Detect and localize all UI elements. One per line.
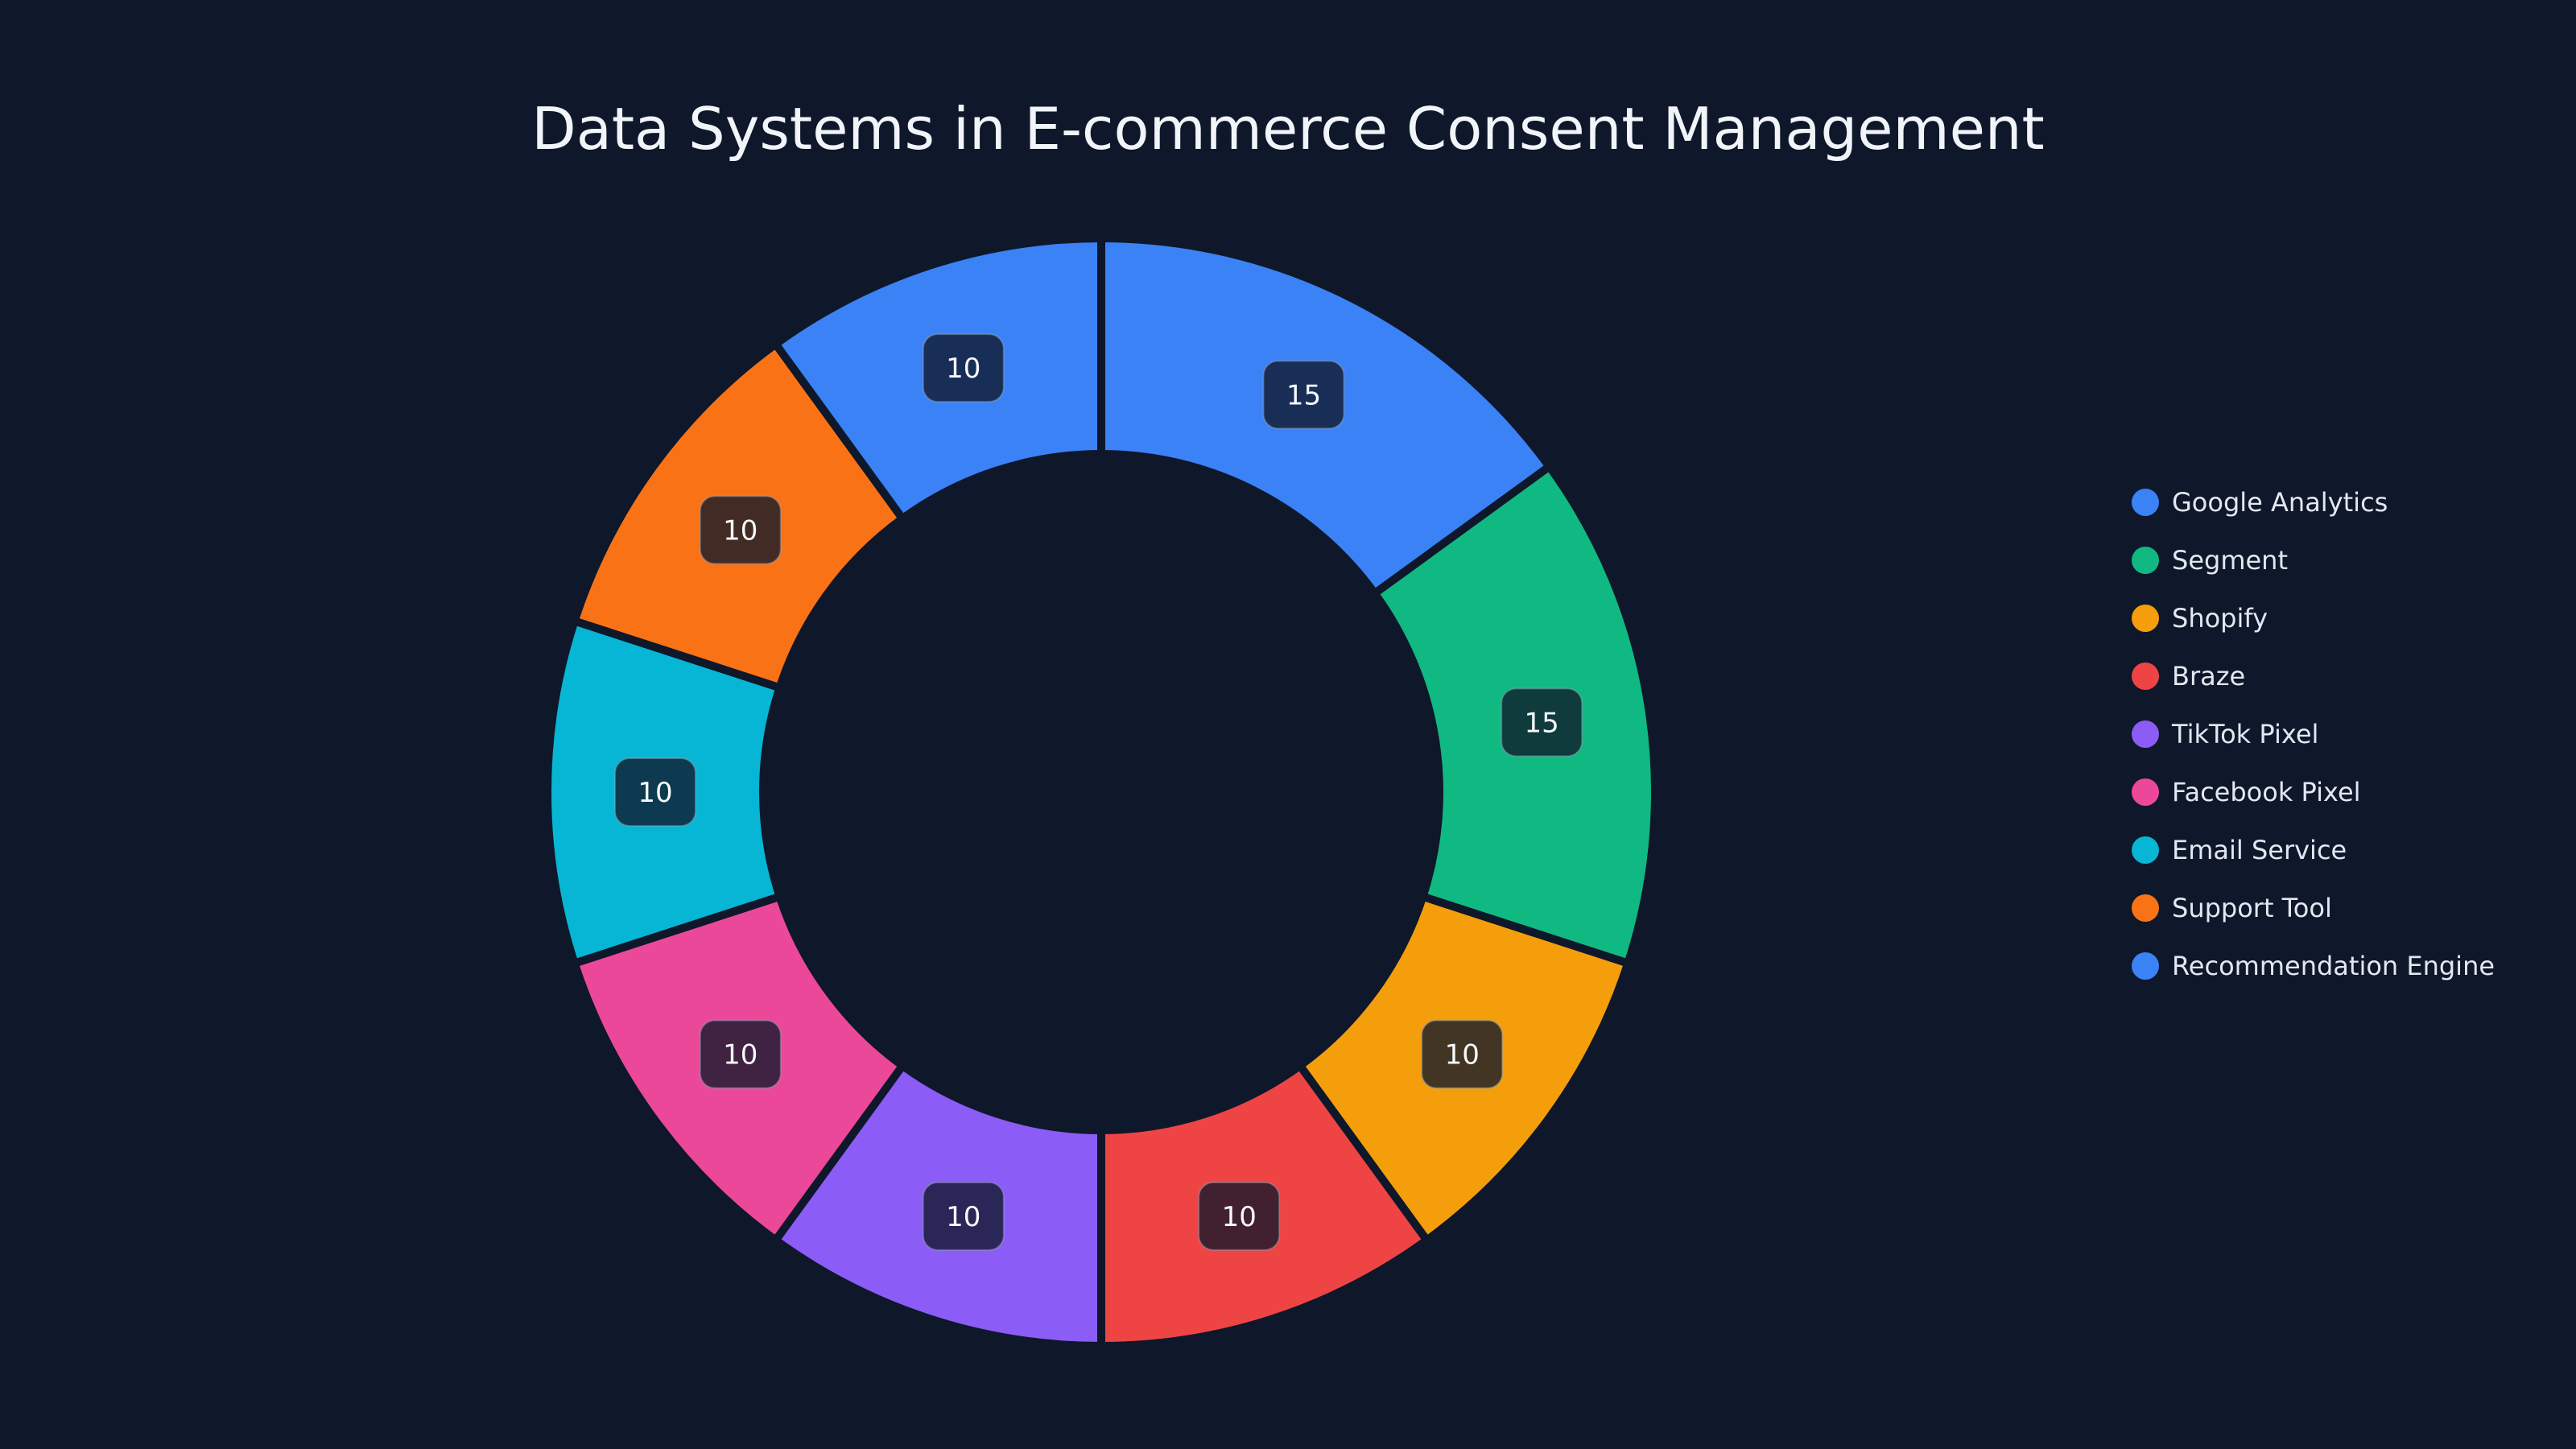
legend-swatch-icon xyxy=(2132,720,2159,748)
chart-title: Data Systems in E-commerce Consent Manag… xyxy=(531,95,2045,163)
value-label: 10 xyxy=(1198,1181,1281,1251)
value-label: 10 xyxy=(922,1181,1005,1251)
donut-value-labels: 15 15 10 10 10 10 10 10 10 xyxy=(614,333,1583,1251)
svg-text:10: 10 xyxy=(946,1201,980,1233)
legend-swatch-icon xyxy=(2132,663,2159,690)
svg-text:15: 15 xyxy=(1525,707,1559,739)
svg-text:10: 10 xyxy=(723,1039,758,1071)
legend-swatch-icon xyxy=(2132,894,2159,922)
svg-text:10: 10 xyxy=(638,777,672,809)
legend-swatch-icon xyxy=(2132,489,2159,516)
legend-swatch-icon xyxy=(2132,547,2159,574)
legend-label: Segment xyxy=(2172,545,2288,576)
legend-label: TikTok Pixel xyxy=(2172,719,2319,749)
legend-label: Facebook Pixel xyxy=(2172,777,2361,807)
value-label: 15 xyxy=(1501,687,1583,758)
svg-text:10: 10 xyxy=(723,514,758,547)
value-label: 10 xyxy=(699,1019,782,1089)
value-label: 10 xyxy=(922,333,1005,403)
legend-item[interactable]: Email Service xyxy=(2132,821,2495,879)
legend-label: Braze xyxy=(2172,661,2246,691)
legend-label: Email Service xyxy=(2172,835,2347,865)
value-label: 10 xyxy=(614,758,696,827)
legend-item[interactable]: Google Analytics xyxy=(2132,473,2495,531)
legend-item[interactable]: Recommendation Engine xyxy=(2132,937,2495,995)
svg-text:10: 10 xyxy=(946,353,980,385)
legend-swatch-icon xyxy=(2132,836,2159,864)
svg-text:15: 15 xyxy=(1286,379,1321,411)
legend-swatch-icon xyxy=(2132,952,2159,980)
legend-item[interactable]: Support Tool xyxy=(2132,879,2495,937)
legend-item[interactable]: Segment xyxy=(2132,531,2495,589)
legend-item[interactable]: Braze xyxy=(2132,647,2495,705)
legend-item[interactable]: Facebook Pixel xyxy=(2132,763,2495,821)
legend-swatch-icon xyxy=(2132,605,2159,632)
legend-label: Shopify xyxy=(2172,603,2268,634)
legend-item[interactable]: Shopify xyxy=(2132,589,2495,647)
svg-text:10: 10 xyxy=(1445,1039,1480,1071)
value-label: 10 xyxy=(1421,1019,1504,1089)
legend-swatch-icon xyxy=(2132,778,2159,806)
svg-text:10: 10 xyxy=(1222,1201,1257,1233)
legend-label: Support Tool xyxy=(2172,893,2332,923)
legend-label: Recommendation Engine xyxy=(2172,951,2496,981)
donut-slices xyxy=(543,233,1659,1351)
value-label: 10 xyxy=(699,495,782,565)
legend-label: Google Analytics xyxy=(2172,487,2388,518)
legend-item[interactable]: TikTok Pixel xyxy=(2132,705,2495,763)
value-label: 15 xyxy=(1262,360,1345,430)
